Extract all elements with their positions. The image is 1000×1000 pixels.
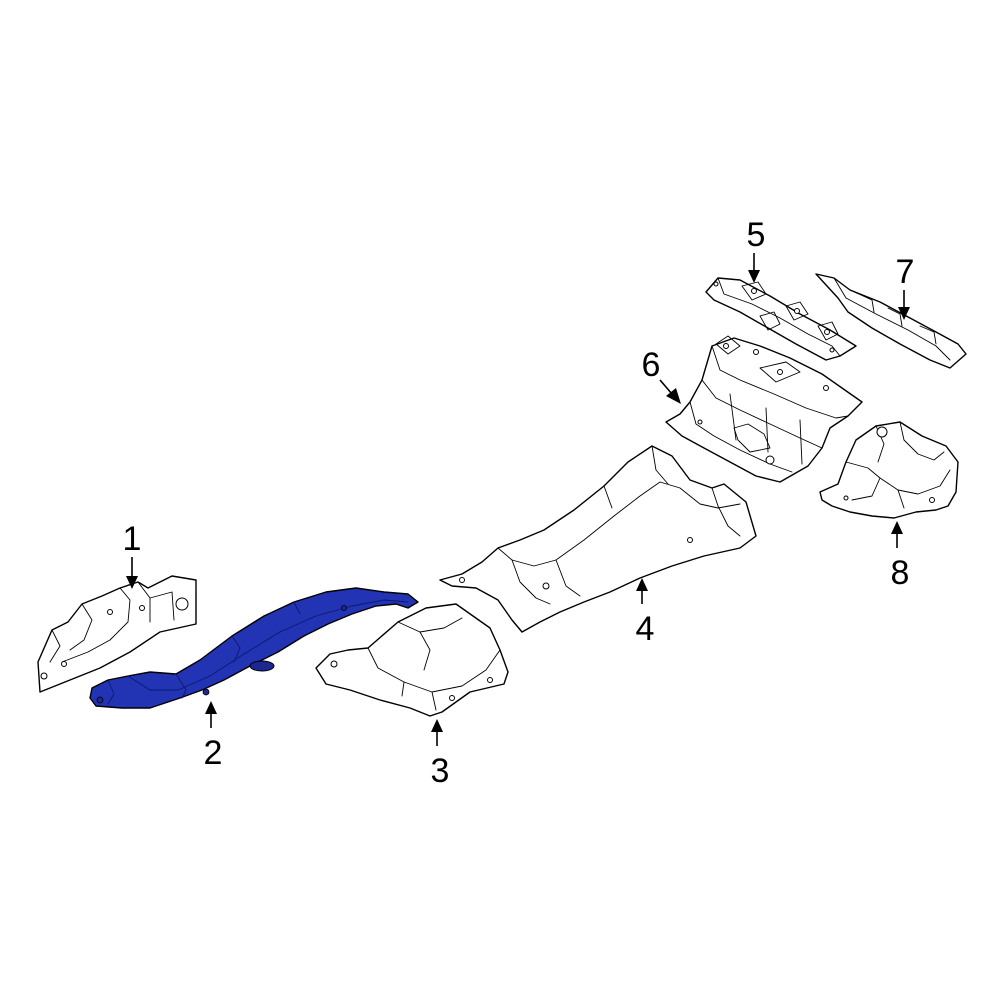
callout-2: 2: [204, 701, 223, 772]
part-3-heat-shield[interactable]: [315, 603, 509, 717]
part-6-floor-heat-shield[interactable]: [665, 335, 863, 483]
part-2-tunnel-heat-shield[interactable]: [89, 587, 419, 709]
callout-6: 6: [642, 346, 681, 404]
callout-3: 3: [431, 719, 450, 790]
svg-text:4: 4: [636, 610, 655, 648]
part-5-bracket[interactable]: [705, 277, 857, 361]
svg-text:1: 1: [123, 520, 142, 558]
svg-text:6: 6: [642, 346, 661, 384]
part-4-tunnel-heat-shield[interactable]: [439, 445, 757, 633]
svg-text:3: 3: [431, 752, 450, 790]
part-8-heat-shield[interactable]: [819, 421, 959, 519]
part-1-heat-shield[interactable]: [37, 575, 197, 693]
callout-4: 4: [636, 578, 655, 648]
svg-text:7: 7: [896, 253, 915, 291]
callout-7: 7: [896, 253, 915, 320]
svg-text:5: 5: [747, 216, 766, 254]
part-7-bracket[interactable]: [815, 273, 967, 369]
callout-5: 5: [747, 216, 766, 283]
svg-text:2: 2: [204, 734, 223, 772]
callout-8: 8: [891, 521, 910, 592]
svg-text:8: 8: [891, 554, 910, 592]
callout-1: 1: [123, 520, 142, 589]
